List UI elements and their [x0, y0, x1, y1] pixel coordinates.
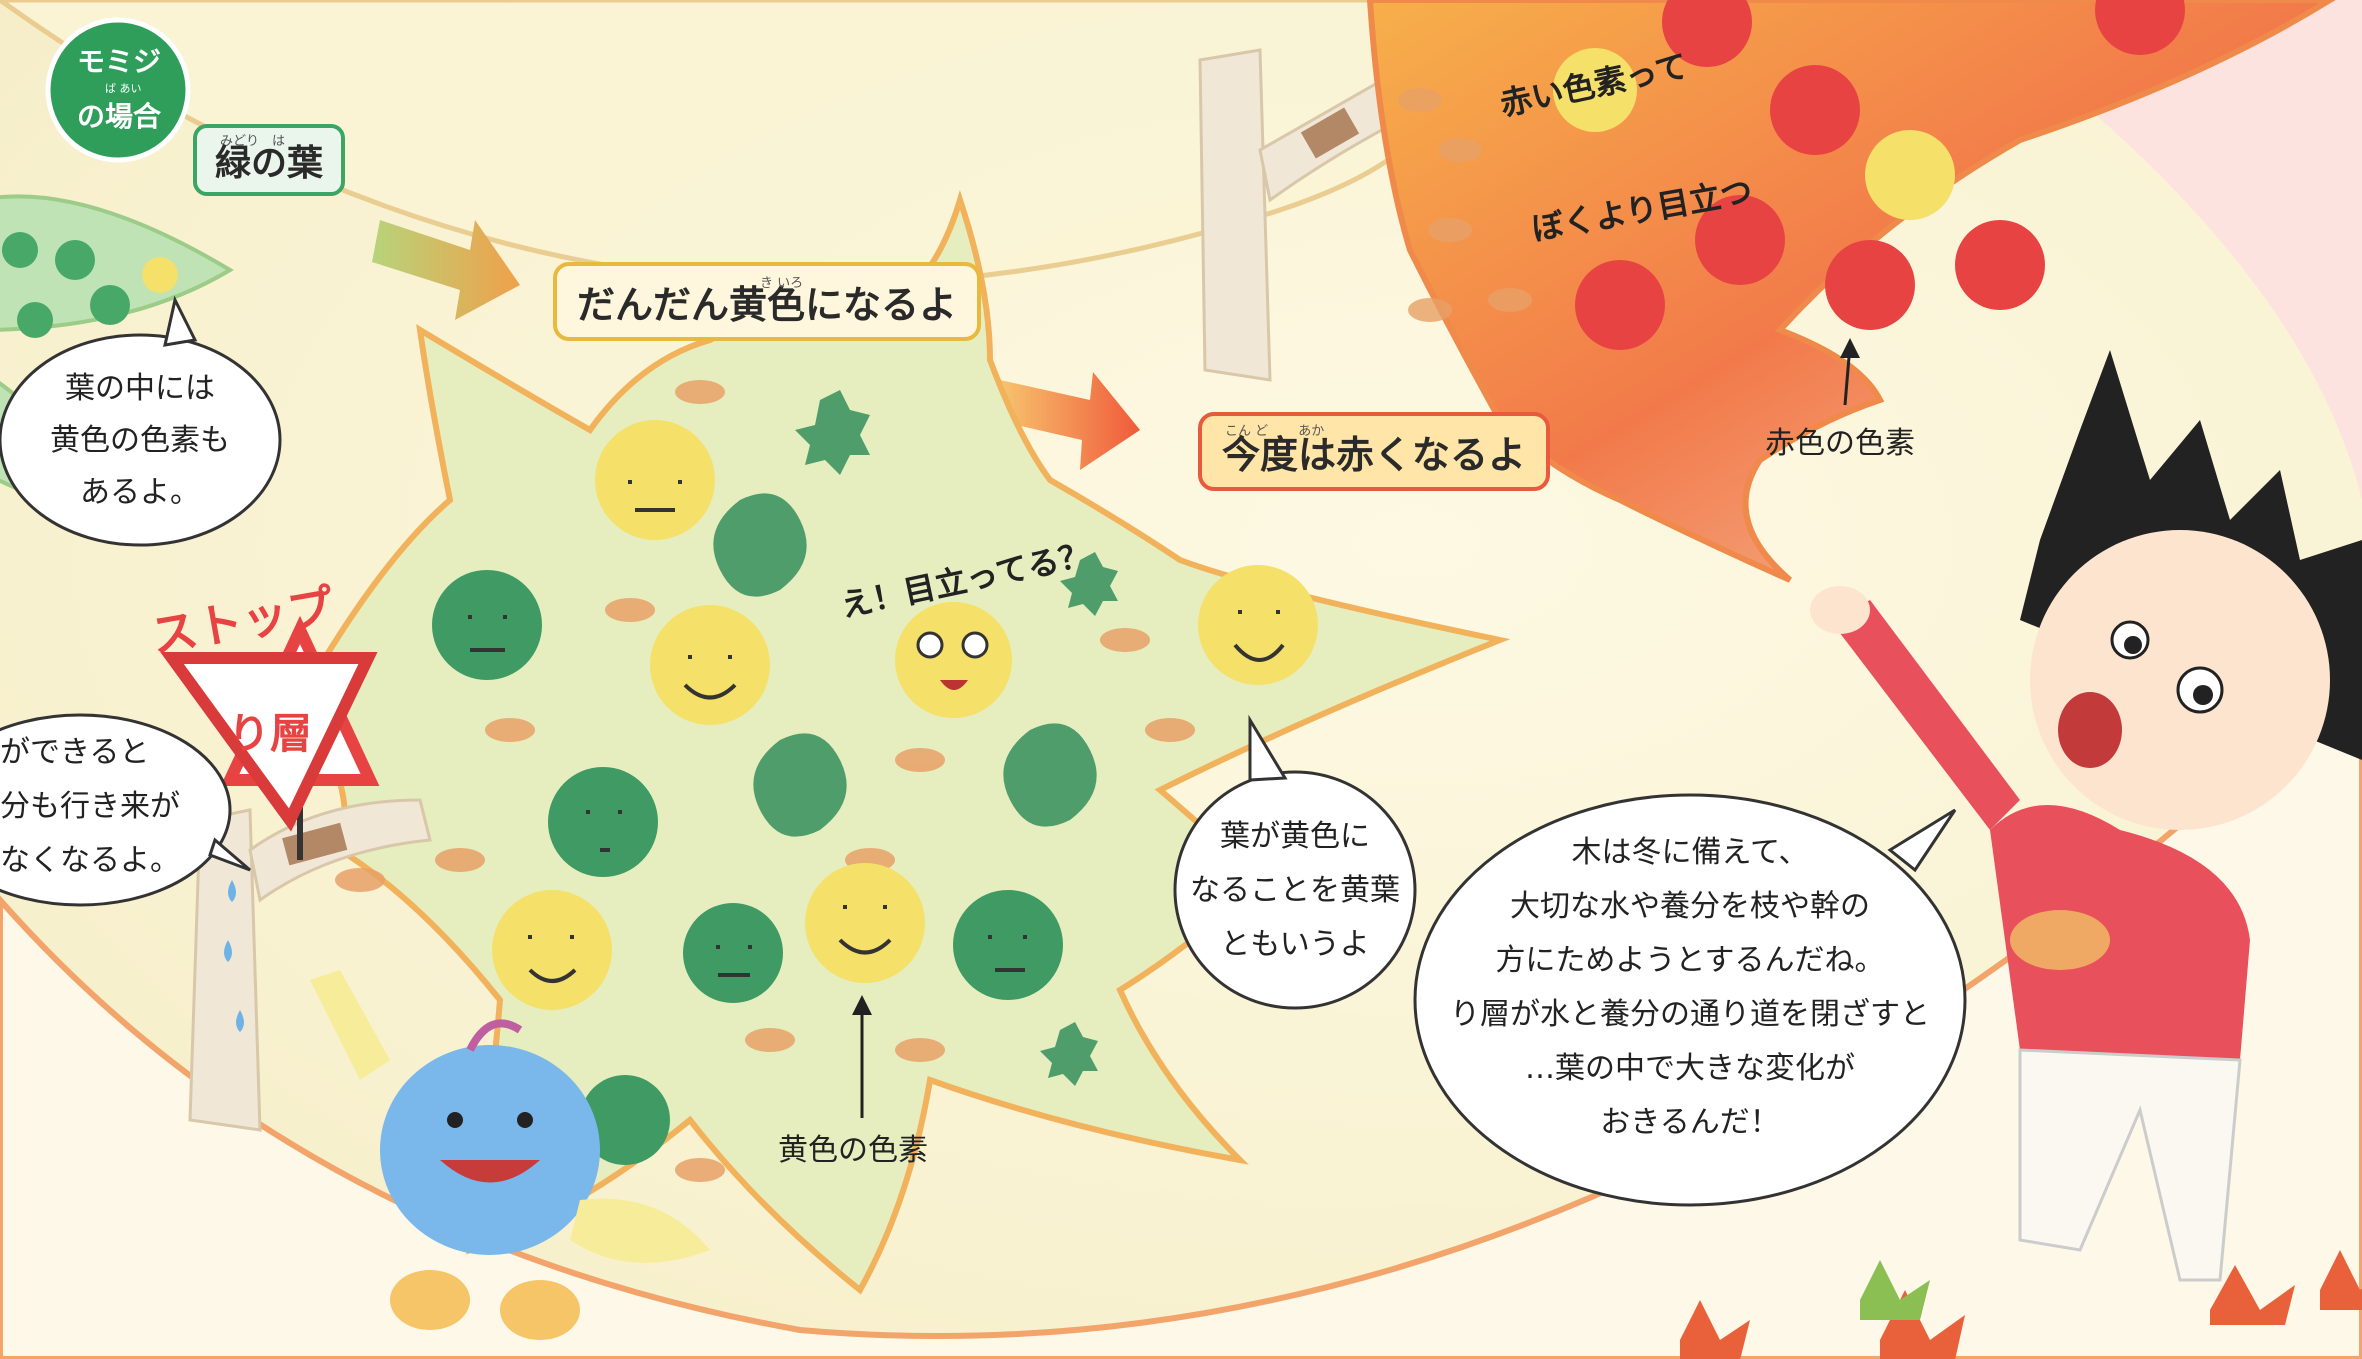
bubble-green-shape [0, 333, 282, 547]
bubble-green-line-3: あるよ。 [80, 475, 200, 510]
branch-right [1198, 48, 1272, 382]
stop-sign [160, 615, 380, 860]
stage-yellow-ruby: き いろ [760, 276, 804, 291]
stage-yellow-label: だんだん黄色になるよ [553, 262, 982, 341]
arrow-2 [995, 372, 1140, 470]
bubble-koyo-line-1: 葉が黄色に [1220, 819, 1370, 854]
green-leaf-label: 緑の葉 [193, 124, 346, 196]
bubble-koyo-line-2: なることを黄葉 [1190, 873, 1400, 908]
badge-circle [45, 17, 191, 163]
green-pigment-faces [432, 390, 1118, 1165]
bubble-left-shape [0, 713, 232, 907]
red-pigment-faces [1553, 0, 2185, 350]
bubble-koyo-shape [1173, 770, 1417, 1010]
bubble-left-line-3: なくなるよ。 [0, 843, 180, 878]
bubble-koyo-line-3: ともいうよ [1220, 927, 1370, 962]
face-features [468, 480, 1285, 983]
bubble-boy-line-1: 木は冬に備えて、 [1571, 835, 1809, 870]
red-pigment-caption: 赤色の色素 [1765, 426, 1915, 461]
boy-character [1810, 350, 2362, 1282]
leaf-granules [335, 380, 1195, 1182]
bubble-left-line-1: ができると [0, 735, 150, 770]
bubble-green-line-2: 黄色の色素も [50, 423, 230, 458]
bubble-boy-line-4: り層が水と養分の通り道を閉ざすと [1450, 997, 1930, 1032]
bubble-boy-line-6: おきるんだ！ [1600, 1105, 1780, 1140]
red-leaf [1366, 0, 2336, 583]
stop-sign-main-text: り層 [228, 709, 313, 758]
badge-line2: の場合 [76, 100, 161, 133]
branch-left [188, 808, 262, 1132]
bubble-left-line-2: 分も行き来が [0, 789, 180, 824]
surprised-yellow-pigment [895, 602, 1011, 718]
bubble-boy-line-2: 大切な水や養分を枝や幹の [1510, 889, 1870, 924]
stage-red-ruby: こん ど あか [1225, 424, 1325, 439]
badge-ruby: ば あい [105, 82, 142, 95]
green-leaf-ruby: みどり は [220, 134, 286, 149]
maple-leaves [1680, 1250, 2362, 1359]
bubble-boy-line-3: 方にためようとするんだね。 [1495, 943, 1885, 978]
badge-line1: モミジ [76, 45, 161, 78]
bubble-boy-line-5: …葉の中で大きな変化が [1525, 1051, 1855, 1086]
arrow-1 [372, 220, 520, 320]
water-drops [224, 880, 244, 1032]
bubble-green-line-1: 葉の中には [65, 371, 215, 406]
yellow-pigment-caption: 黄色の色素 [778, 1133, 928, 1168]
bubble-boy-shape [1413, 793, 1967, 1207]
bubbles [0, 295, 1967, 1207]
mascot-character [310, 970, 710, 1340]
stage-red-label: 今度は赤くなるよ [1198, 412, 1551, 491]
pink-corner [1950, 0, 2362, 500]
